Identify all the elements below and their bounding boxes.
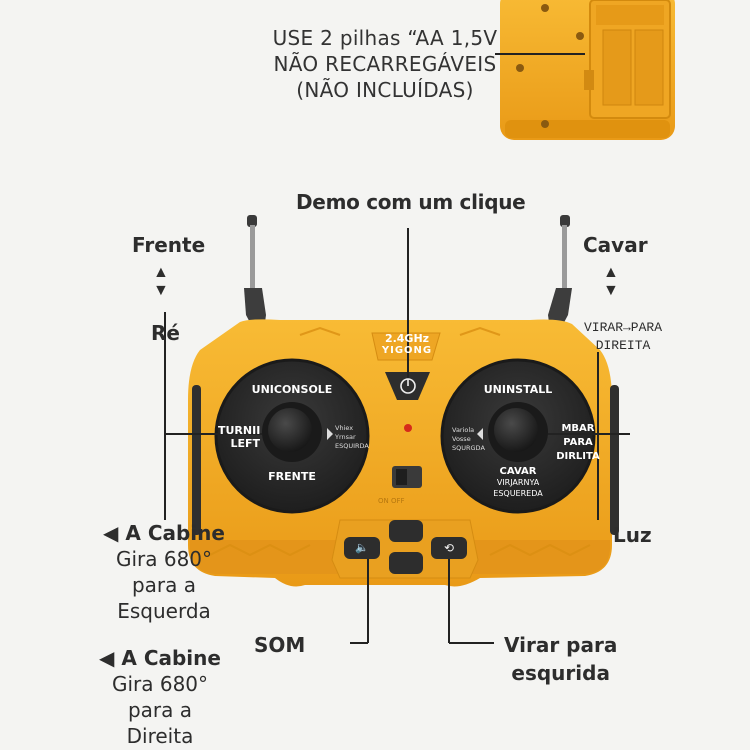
frente-label: Frente [132, 233, 206, 257]
sound-button[interactable]: 🔈 [344, 537, 380, 559]
cabin-right-note: ◀ A Cabine Gira 680° para a Direita [96, 645, 224, 749]
left-disc-left-line1: TURNII [218, 424, 261, 437]
forward-button[interactable] [389, 520, 423, 542]
remote-body: ON OFF [188, 319, 619, 587]
speaker-icon: 🔈 [355, 542, 369, 554]
left-disc-right-line2: Yrnsar [335, 433, 356, 441]
left-disc-right-label: Vhiex Yrnsar ESQUIRDA [335, 424, 369, 451]
up-arrow-icon: ▲ [603, 264, 619, 281]
cabin-right-line1: A Cabine [121, 646, 221, 670]
cabin-right-line3: para a [127, 698, 193, 722]
virar-esquerda-line1: Virar para [504, 633, 618, 657]
cabin-left-note: ◀ A Cabine Gira 680° para a Esquerda [100, 520, 228, 624]
left-disc-right-line3: ESQUIRDA [335, 442, 369, 450]
brand-name: YIGONG [381, 345, 433, 356]
right-disc-bottom-label: CAVAR VIRJARNYA ESQUEREDA [466, 466, 570, 499]
left-disc-left-label: TURNII LEFT [218, 424, 260, 450]
virar-direita-label: VIRAR→PARA DIREITA [576, 319, 670, 355]
right-antenna [548, 215, 572, 330]
battery-line-1: USE 2 pilhas “AA 1,5V [272, 26, 498, 50]
virar-direita-line2: DIREITA [595, 338, 651, 353]
down-arrow-icon: ▼ [603, 282, 619, 299]
backward-button[interactable] [389, 552, 423, 574]
left-arrow-icon: ◀ [103, 521, 119, 545]
cabin-right-line2: Gira 680° [111, 672, 209, 696]
brand-frequency: 2.4GHz [384, 332, 430, 345]
som-label: SOM [254, 633, 306, 657]
cabin-left-line4: Esquerda [117, 599, 211, 623]
battery-line-2: NÃO RECARREGÁVEIS [273, 52, 497, 76]
left-disc-bottom-label: FRENTE [268, 470, 316, 483]
up-arrow-icon: ▲ [153, 264, 169, 281]
rotate-icon: ⟲ [443, 541, 455, 555]
cabin-right-line4: Direita [126, 724, 194, 748]
virar-esquerda-line2: esqurida [511, 661, 610, 685]
up-down-arrows-right: ▲ ▼ [603, 264, 619, 300]
turn-left-button[interactable]: ⟲ [431, 537, 467, 559]
left-disc-right-line1: Vhiex [335, 424, 354, 432]
up-down-arrows-left: ▲ ▼ [153, 264, 169, 300]
brand-badge: 2.4GHz YIGONG [376, 332, 438, 357]
left-antenna [244, 215, 266, 330]
svg-text:ON OFF: ON OFF [378, 497, 405, 505]
virar-esquerda-label: Virar para esqurida [504, 633, 617, 685]
cavar-label: Cavar [583, 233, 648, 257]
cabin-left-line3: para a [131, 573, 197, 597]
re-label: Ré [151, 321, 180, 345]
right-disc-right-label: MBAR PARA DIRLITA [556, 422, 600, 464]
down-arrow-icon: ▼ [153, 282, 169, 299]
battery-note: USE 2 pilhas “AA 1,5V NÃO RECARREGÁVEIS … [240, 25, 530, 103]
left-arrow-icon: ◀ [99, 646, 115, 670]
leader-lines [164, 228, 630, 644]
battery-line-3: (NÃO INCLUÍDAS) [296, 78, 474, 102]
right-disc-right-line3: DIRLITA [556, 451, 600, 462]
right-disc-left-line2: Vosse [452, 435, 471, 443]
right-disc-bottom-line2: VIRJARNYA [496, 478, 540, 487]
right-disc-bottom-line3: ESQUEREDA [493, 489, 543, 498]
right-disc-left-line3: SQURGDA [452, 444, 485, 452]
right-disc-left-label: Variola Vosse SQURGDA [452, 426, 485, 453]
left-disc-left-line2: LEFT [230, 437, 260, 450]
left-disc-top-label: UNICONSOLE [251, 383, 333, 396]
right-disc-bottom-line1: CAVAR [499, 466, 537, 477]
demo-label: Demo com um clique [296, 190, 526, 214]
right-disc-left-line1: Variola [452, 426, 475, 434]
battery-compartment [500, 0, 675, 140]
right-disc-right-line2: PARA [563, 437, 593, 448]
virar-direita-line1: VIRAR→PARA [583, 320, 662, 335]
cabin-left-line1: A Cabine [125, 521, 225, 545]
right-disc-right-line1: MBAR [561, 423, 595, 434]
cabin-left-line2: Gira 680° [115, 547, 213, 571]
right-disc-top-label: UNINSTALL [483, 383, 553, 396]
luz-label: Luz [613, 523, 652, 547]
